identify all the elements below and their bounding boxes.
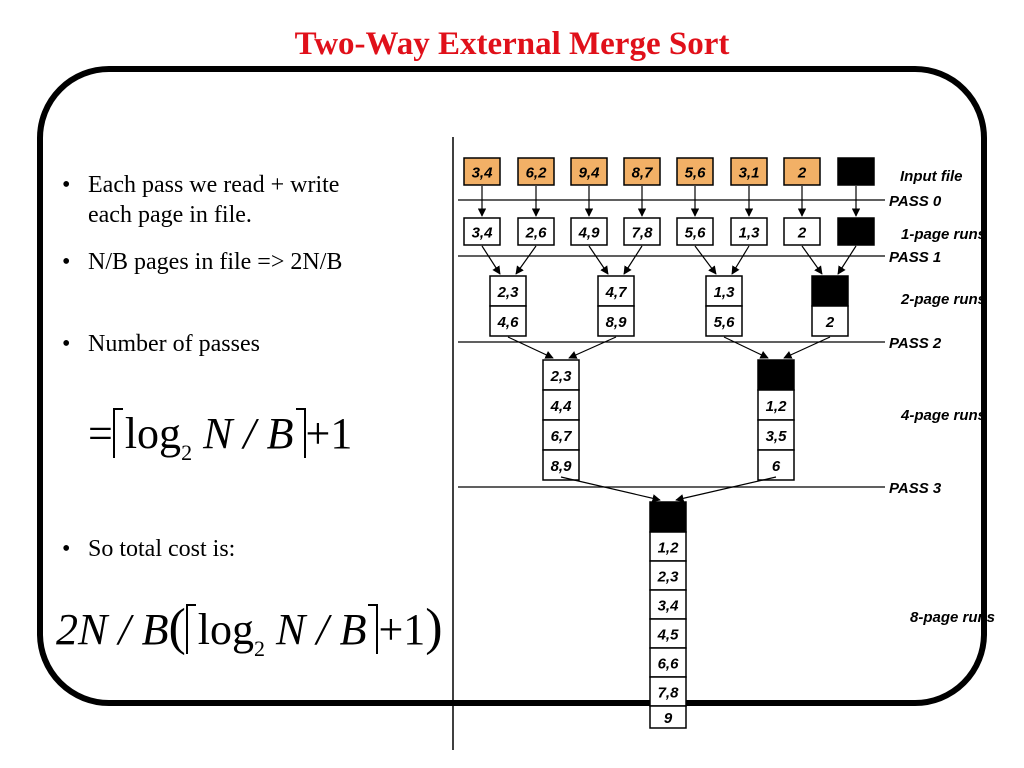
passes-formula: =log2 N / B+1 — [88, 408, 353, 465]
formula-plus: +1 — [378, 605, 426, 654]
formula-prefix: 2N / B — [56, 605, 169, 654]
bullet-dot: • — [62, 331, 71, 357]
pass3-page-label: 9 — [664, 710, 673, 727]
bullet-dot: • — [62, 536, 71, 562]
bullet-text: N/B pages in file => 2N/B — [88, 249, 343, 275]
bullet-dot: • — [62, 249, 71, 275]
formula-eq: = — [88, 409, 113, 458]
bullet-read-write: • Each pass we read + write each page in… — [62, 170, 442, 230]
slide-frame — [37, 66, 987, 706]
bullet-passes: • Number of passes — [62, 329, 442, 359]
paren-open: ( — [168, 599, 186, 656]
bullet-pages: • N/B pages in file => 2N/B — [62, 247, 442, 277]
formula-log: log — [197, 605, 255, 654]
bullet-text: each page in file. — [88, 202, 252, 228]
slide-title: Two-Way External Merge Sort — [294, 26, 730, 62]
formula-arg: N / B — [276, 605, 367, 654]
formula-arg: N / B — [203, 409, 294, 458]
formula-log: log — [124, 409, 182, 458]
formula-base: 2 — [254, 636, 266, 661]
ceil-left — [112, 408, 123, 458]
cost-formula: 2N / B(log2 N / B+1) — [56, 598, 443, 661]
formula-base: 2 — [181, 440, 193, 465]
ceil-right — [295, 408, 306, 458]
formula-plus: +1 — [305, 409, 353, 458]
bullet-dot: • — [62, 172, 71, 198]
paren-close: ) — [425, 599, 443, 656]
bullet-text: Number of passes — [88, 331, 260, 357]
bullet-text: So total cost is: — [88, 536, 236, 562]
pass3-page — [649, 705, 687, 729]
ceil-right — [368, 604, 379, 654]
bullet-text: Each pass we read + write — [88, 172, 340, 198]
ceil-left — [185, 604, 196, 654]
bullet-cost: • So total cost is: — [62, 534, 442, 564]
